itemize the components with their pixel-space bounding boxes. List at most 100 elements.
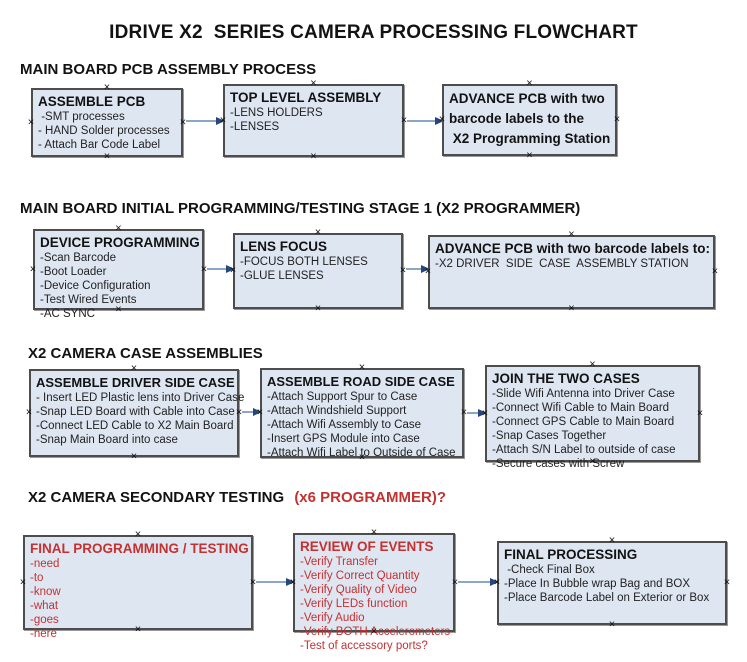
box-line: barcode labels to the [449, 111, 585, 126]
connection-handle-icon [482, 409, 488, 418]
flow-box-device-programming[interactable]: DEVICE PROGRAMMING -Scan Barcode-Boot Lo… [30, 229, 204, 320]
box-lines: -SMT processes- HAND Solder processes- A… [38, 110, 176, 152]
connection-handle-icon [131, 365, 137, 374]
connector-arrow[interactable] [406, 268, 427, 270]
box-line: - Attach Bar Code Label [38, 139, 161, 151]
connection-handle-icon [135, 626, 141, 635]
box-line: -GLUE LENSES [240, 270, 324, 282]
connection-handle-icon [104, 84, 110, 93]
connection-handle-icon [28, 118, 34, 127]
flow-box-assemble-driver-side-case[interactable]: ASSEMBLE DRIVER SIDE CASE - Insert LED P… [26, 369, 244, 457]
connection-handle-icon [568, 231, 574, 240]
box-line: -Test of accessory ports? [300, 640, 428, 652]
box-line: -Slide Wifi Antenna into Driver Case [492, 388, 675, 400]
connector-arrow[interactable] [256, 581, 292, 583]
box-lines: -LENS HOLDERS-LENSES [230, 106, 397, 134]
flow-box-join-the-two-cases[interactable]: JOIN THE TWO CASES -Slide Wifi Antenna i… [482, 365, 703, 470]
box-line: -Snap Cases Together [492, 430, 607, 442]
connector-arrow[interactable] [407, 120, 441, 122]
box-lines: -Attach Support Spur to Case -Attach Wind… [267, 390, 457, 460]
box-line: -Connect LED Cable to X2 Main Board [36, 420, 234, 432]
box-lines: -Check Final Box-Place In Bubble wrap Ba… [504, 563, 720, 605]
box-line: -Verify Transfer [300, 556, 378, 568]
flow-box-final-programming-testing[interactable]: FINAL PROGRAMMING / TESTING -need-to-kno… [20, 535, 253, 640]
connection-handle-icon [494, 579, 500, 588]
box-lines: -Scan Barcode -Boot Loader -Device Configu… [40, 251, 197, 321]
page-title: IDRIVE X2 SERIES CAMERA PROCESSING FLOWC… [109, 22, 638, 43]
box-line: -Connect GPS Cable to Main Board [492, 416, 675, 428]
connection-handle-icon [697, 409, 703, 418]
box-line: -Attach Support Spur to Case [267, 391, 418, 403]
connection-handle-icon [425, 268, 431, 277]
flow-box-assemble-road-side-case[interactable]: ASSEMBLE ROAD SIDE CASE -Attach Support … [260, 368, 464, 460]
flow-box-assemble-pcb[interactable]: ASSEMBLE PCB -SMT processes- HAND Solder… [31, 88, 183, 157]
box-line: -what [30, 600, 59, 612]
connection-handle-icon [712, 268, 718, 277]
connection-handle-icon [26, 409, 32, 418]
box-line: -Verify Quality of Video [300, 584, 417, 596]
flow-box-review-of-events[interactable]: REVIEW OF EVENTS -Verify Transfer-Verify… [290, 533, 455, 652]
box-line: -goes [30, 614, 59, 626]
box-line: -Check Final Box [504, 564, 595, 576]
box-line: -LENS HOLDERS [230, 107, 323, 119]
box-line: -Attach Wifi Assembly to Case [267, 419, 422, 431]
connection-handle-icon [20, 578, 26, 587]
connector-arrow[interactable] [458, 581, 496, 583]
box-line: - HAND Solder processes [38, 125, 170, 137]
connection-handle-icon [131, 453, 137, 462]
flow-box-final-processing[interactable]: FINAL PROCESSING -Check Final Box-Place … [497, 541, 727, 625]
box-line: -X2 DRIVER SIDE CASE ASSEMBLY STATION [435, 258, 689, 270]
connector-arrow[interactable] [467, 412, 484, 414]
connection-handle-icon [614, 116, 620, 125]
connection-handle-icon [568, 305, 574, 314]
connection-handle-icon [526, 80, 532, 89]
box-line: -AC SYNC [40, 308, 95, 320]
box-title: ASSEMBLE ROAD SIDE CASE [267, 374, 455, 389]
box-line: -Test Wired Events [40, 294, 137, 306]
box-title: ADVANCE PCB with two barcode labels to: [435, 241, 711, 256]
connection-handle-icon [589, 361, 595, 370]
box-line: -FOCUS BOTH LENSES [240, 256, 368, 268]
box-line: -Attach S/N Label to outside of case [492, 444, 676, 456]
box-line: -need [30, 558, 60, 570]
heading-red-part: (x6 PROGRAMMER)? [294, 489, 446, 506]
box-line: -Boot Loader [40, 266, 107, 278]
flow-box-advance-pcb-programming-station[interactable]: ADVANCE PCB with two barcode labels to th… [442, 84, 617, 156]
connector-arrow[interactable] [207, 268, 232, 270]
connection-handle-icon [315, 229, 321, 238]
box-line: -Attach Windshield Support [267, 405, 407, 417]
box-line: -Snap LED Board with Cable into Case [36, 406, 235, 418]
box-lines: -X2 DRIVER SIDE CASE ASSEMBLY STATION [435, 257, 708, 271]
flow-box-lens-focus[interactable]: LENS FOCUS -FOCUS BOTH LENSES-GLUE LENSE… [233, 233, 403, 309]
box-title: ASSEMBLE DRIVER SIDE CASE [36, 375, 235, 390]
connection-handle-icon [115, 225, 121, 234]
connection-handle-icon [30, 265, 36, 274]
box-line: ADVANCE PCB with two [449, 91, 605, 106]
box-line: -Device Configuration [40, 280, 151, 292]
connection-handle-icon [724, 579, 730, 588]
box-line: -Verify BOTH Accelerometers [300, 626, 451, 638]
box-line: -here [30, 628, 57, 640]
connection-handle-icon [371, 529, 377, 538]
box-line: X2 Programming Station [449, 131, 611, 146]
section-heading-pcb-assembly: MAIN BOARD PCB ASSEMBLY PROCESS [20, 61, 317, 78]
connection-handle-icon [589, 458, 595, 467]
flow-box-advance-pcb-driver-side[interactable]: ADVANCE PCB with two barcode labels to: … [428, 235, 715, 309]
connector-arrow[interactable] [242, 411, 259, 413]
connector-arrow[interactable] [186, 120, 222, 122]
connection-handle-icon [236, 409, 242, 418]
connection-handle-icon [290, 578, 296, 587]
section-heading-secondary-testing: X2 CAMERA SECONDARY TESTING (x6 PROGRAMM… [28, 489, 446, 506]
box-line: -Secure cases with Screw [492, 458, 625, 470]
box-line: -Place Barcode Label on Exterior or Box [504, 592, 710, 604]
flow-box-top-level-assembly[interactable]: TOP LEVEL ASSEMBLY -LENS HOLDERS-LENSES [223, 84, 404, 157]
heading-black-part: X2 CAMERA SECONDARY TESTING [28, 489, 289, 506]
connection-handle-icon [220, 116, 226, 125]
connection-handle-icon [371, 628, 377, 637]
box-line: -Insert GPS Module into Case [267, 433, 420, 445]
box-title: TOP LEVEL ASSEMBLY [230, 90, 382, 105]
connection-handle-icon [526, 152, 532, 161]
box-line: -Attach Wifi Label to Outside of Case [267, 447, 456, 459]
connection-handle-icon [310, 153, 316, 162]
box-line: -Scan Barcode [40, 252, 117, 264]
